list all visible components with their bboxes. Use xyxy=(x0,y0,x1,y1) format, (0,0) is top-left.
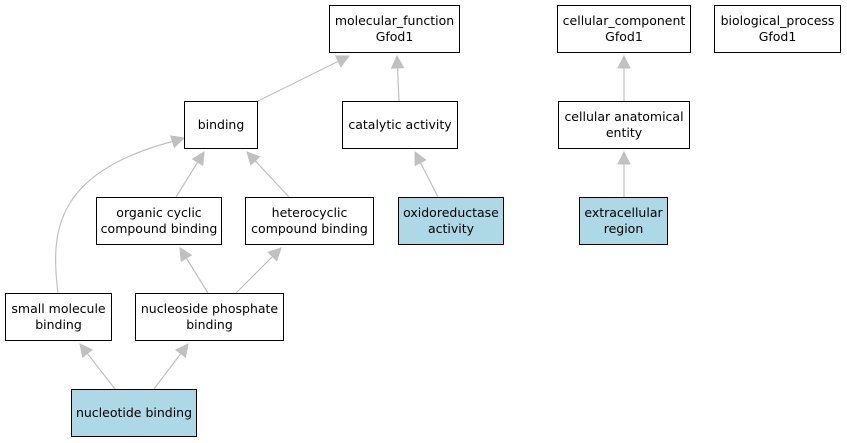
node-oxidoreductase-activity[interactable]: oxidoreductase activity xyxy=(398,197,504,245)
edge-catalytic-activity-to-molecular-function xyxy=(396,66,400,102)
node-nucleotide-binding[interactable]: nucleotide binding xyxy=(71,389,197,437)
edge-organic-cyclic-compound-binding-to-binding xyxy=(175,161,199,198)
node-organic-cyclic-compound-binding[interactable]: organic cyclic compound binding xyxy=(96,197,222,245)
edge-arrowhead xyxy=(267,247,282,262)
edge-nucleoside-phosphate-binding-to-heterocyclic-compound-binding xyxy=(235,255,274,294)
edge-arrowhead xyxy=(334,55,351,68)
node-label: binding xyxy=(197,117,245,132)
edge-heterocyclic-compound-binding-to-binding xyxy=(254,159,290,198)
node-label: cellular anatomical entity xyxy=(564,109,684,140)
node-small-molecule-binding[interactable]: small molecule binding xyxy=(5,293,112,341)
node-label: heterocyclic compound binding xyxy=(251,205,368,236)
edge-arrowhead xyxy=(79,343,94,359)
node-binding[interactable]: binding xyxy=(184,101,258,149)
edge-arrowhead xyxy=(617,54,631,69)
node-catalytic-activity[interactable]: catalytic activity xyxy=(342,101,458,149)
edge-arrowhead xyxy=(390,54,405,69)
node-molecular-function[interactable]: molecular_function Gfod1 xyxy=(329,5,460,53)
node-label: nucleotide binding xyxy=(75,405,193,420)
edge-binding-to-molecular-function xyxy=(257,60,340,102)
edge-small-molecule-binding-to-binding xyxy=(54,138,183,294)
node-label: organic cyclic compound binding xyxy=(100,205,218,236)
node-label: cellular_component Gfod1 xyxy=(562,13,686,44)
edge-nucleotide-binding-to-nucleoside-phosphate-binding xyxy=(153,352,182,390)
edge-arrowhead xyxy=(191,151,205,167)
edge-nucleotide-binding-to-small-molecule-binding xyxy=(86,352,116,390)
node-nucleoside-phosphate-binding[interactable]: nucleoside phosphate binding xyxy=(135,293,284,341)
node-label: nucleoside phosphate binding xyxy=(140,301,279,332)
node-cellular-component[interactable]: cellular_component Gfod1 xyxy=(557,5,691,53)
node-extracellular-region[interactable]: extracellular region xyxy=(579,197,668,245)
node-label: biological_process Gfod1 xyxy=(720,13,835,44)
node-label: oxidoreductase activity xyxy=(403,205,499,236)
edge-arrowhead xyxy=(175,343,189,359)
node-cellular-anatomical-entity[interactable]: cellular anatomical entity xyxy=(558,101,690,149)
edge-arrowhead xyxy=(246,151,261,166)
node-heterocyclic-compound-binding[interactable]: heterocyclic compound binding xyxy=(245,197,374,245)
edge-oxidoreductase-activity-to-catalytic-activity xyxy=(419,161,439,198)
node-biological-process[interactable]: biological_process Gfod1 xyxy=(714,5,841,53)
edge-nucleoside-phosphate-binding-to-organic-cyclic-compound-binding xyxy=(185,257,209,294)
edge-arrowhead xyxy=(414,151,427,167)
edge-arrowhead xyxy=(179,247,193,263)
edge-arrowhead xyxy=(170,135,186,149)
node-label: small molecule binding xyxy=(11,301,106,332)
node-label: extracellular region xyxy=(584,205,663,236)
node-label: catalytic activity xyxy=(348,117,452,132)
edge-arrowhead xyxy=(617,150,631,165)
node-label: molecular_function Gfod1 xyxy=(334,13,455,44)
